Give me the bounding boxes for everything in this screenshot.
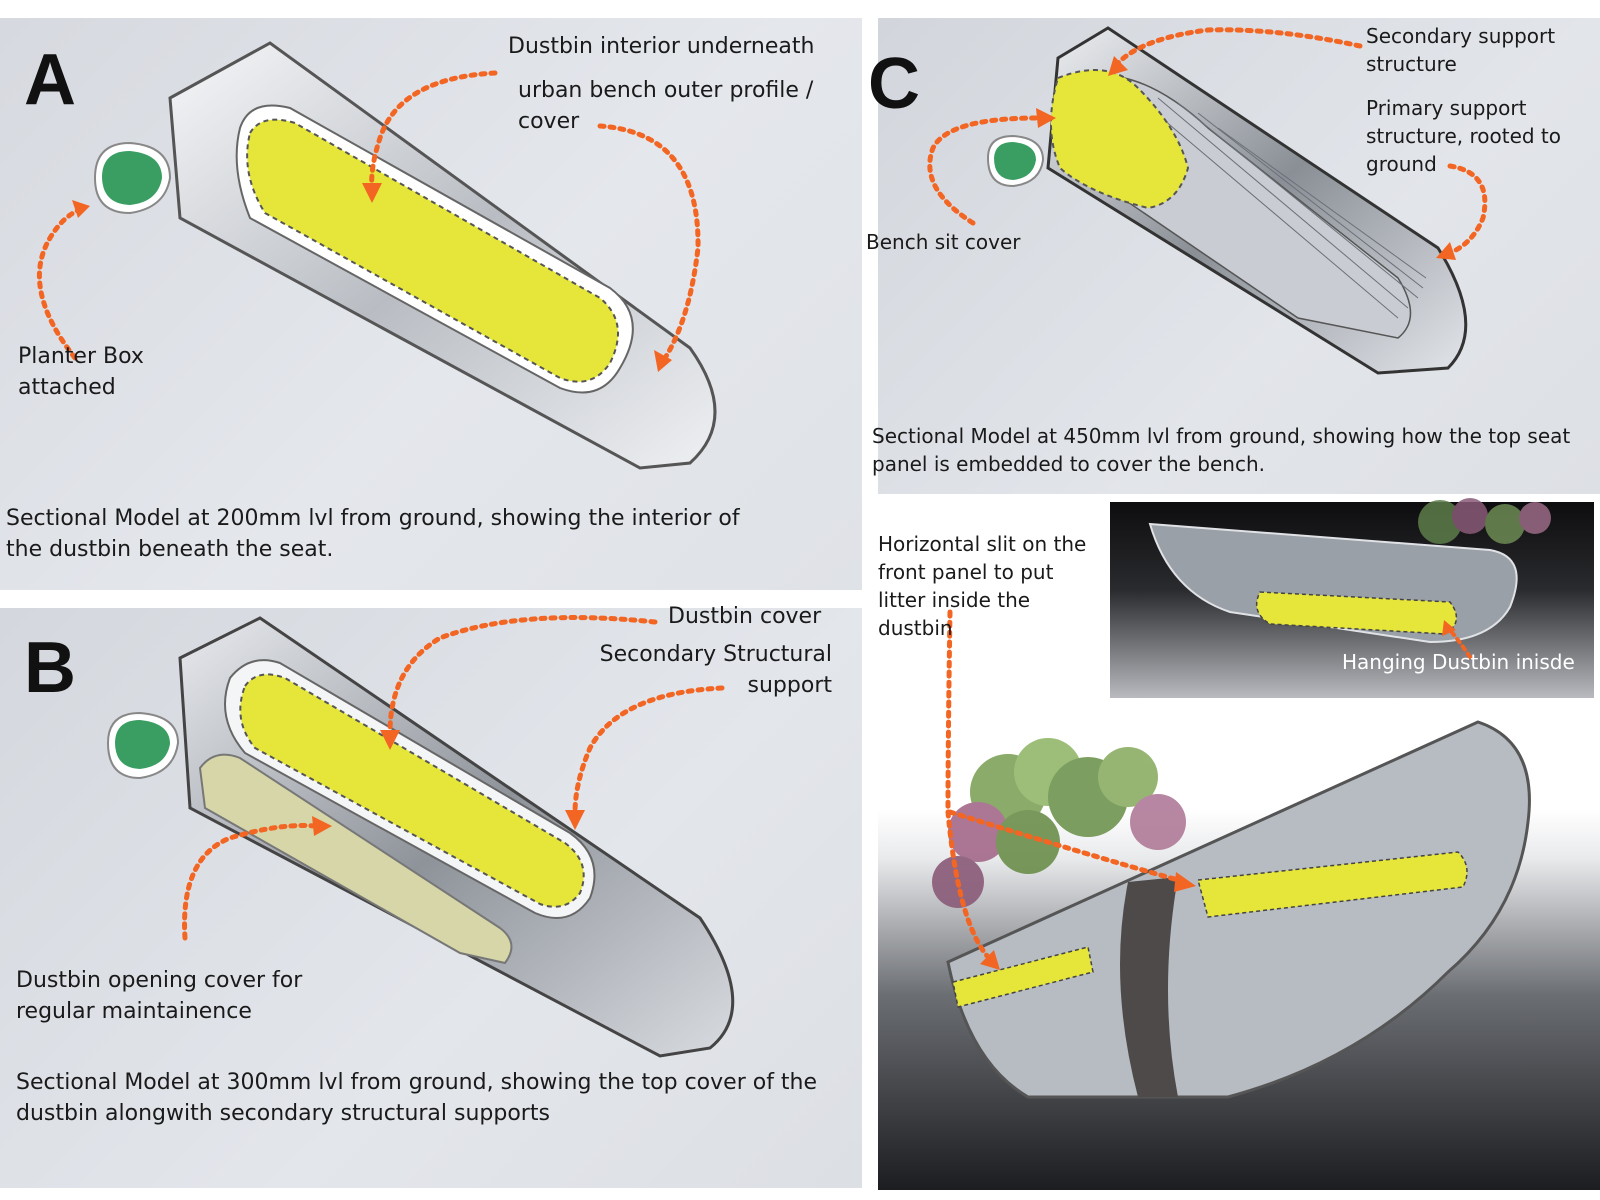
panel-a-render [36,41,717,470]
arrowhead-cover-b [380,730,400,750]
arrowhead-support-b [565,810,585,830]
arrow-slit [945,609,1181,960]
inset-render [1148,498,1551,659]
label-hanging-dustbin: Hanging Dustbin inisde [1342,650,1575,674]
panel-c: C Secondary support structure Primary su… [866,18,1600,494]
planter-box-b [106,711,180,780]
seat-highlight-left [952,946,1094,1008]
arrowhead-opening-b [312,816,332,836]
seat-highlight-right [1197,851,1468,918]
arrowhead-interior-a [362,183,382,203]
arrow-outer-a [597,123,701,361]
label-bench-sit-cover: Bench sit cover [866,230,1021,254]
arrow-primary-c [1447,163,1488,256]
label-dustbin-cover: Dustbin cover [668,604,822,629]
bench-band [1120,877,1178,1097]
arrow-cover-b [387,615,658,736]
arrowhead-sitcover-c [1036,108,1056,128]
panel-d-main [878,609,1600,1190]
panel-letter-b: B [24,628,76,708]
label-secondary-support: Secondary Structural support [599,642,832,698]
panel-c-render [927,26,1488,375]
panel-b-render [106,615,735,1058]
arrowhead-secondary-c [1108,56,1128,76]
main-render [932,609,1531,1099]
arrowhead-slit-left [980,950,1000,970]
planter-box-a [93,141,172,215]
arrow-secondary-c [1115,27,1363,66]
arrow-planter-a [36,205,88,361]
arrowhead-hanging [1442,620,1456,636]
arrow-sitcover-c [927,115,1041,226]
panel-letter-a: A [24,40,76,120]
arrow-support-b [572,685,725,816]
arrowhead-primary-c [1436,242,1456,260]
caption-b: Sectional Model at 300mm lvl from ground… [16,1070,818,1126]
bench-sit-cover-highlight [1050,69,1190,210]
caption-c: Sectional Model at 450mm lvl from ground… [872,424,1571,476]
label-dustbin-interior: Dustbin interior underneath [508,34,815,59]
dustbin-interior-highlight [246,118,619,383]
panel-letter-c: C [868,44,920,124]
arrow-opening-b [182,823,318,941]
arrowhead-planter-a [72,200,90,218]
label-primary-structure: Primary support structure, rooted to gro… [1366,96,1562,176]
label-opening-cover: Dustbin opening cover for regular mainta… [16,968,303,1024]
arrow-interior-a [369,70,498,193]
label-secondary-structure: Secondary support structure [1366,24,1556,76]
label-planter: Planter Box attached [18,344,144,400]
panel-b: B Dustbin cover Secondary Structural sup… [0,604,862,1188]
label-horizontal-slit: Horizontal slit on the front panel to pu… [878,532,1087,640]
panel-a: A Dustbin interior underneath urban benc… [0,18,862,590]
arrow-hanging [1448,628,1472,659]
caption-a: Sectional Model at 200mm lvl from ground… [6,506,740,562]
foliage [932,738,1186,908]
planter-box-c [986,134,1045,188]
dustbin-cover-highlight [239,673,585,908]
inset-foliage [1418,498,1551,544]
arrowhead-outer-a [654,350,672,372]
panel-d-inset: Hanging Dustbin inisde [1110,498,1594,698]
arrowhead-slit-right [1174,872,1196,892]
inset-dustbin-highlight [1255,591,1458,635]
label-outer-profile: urban bench outer profile / cover [518,78,814,134]
